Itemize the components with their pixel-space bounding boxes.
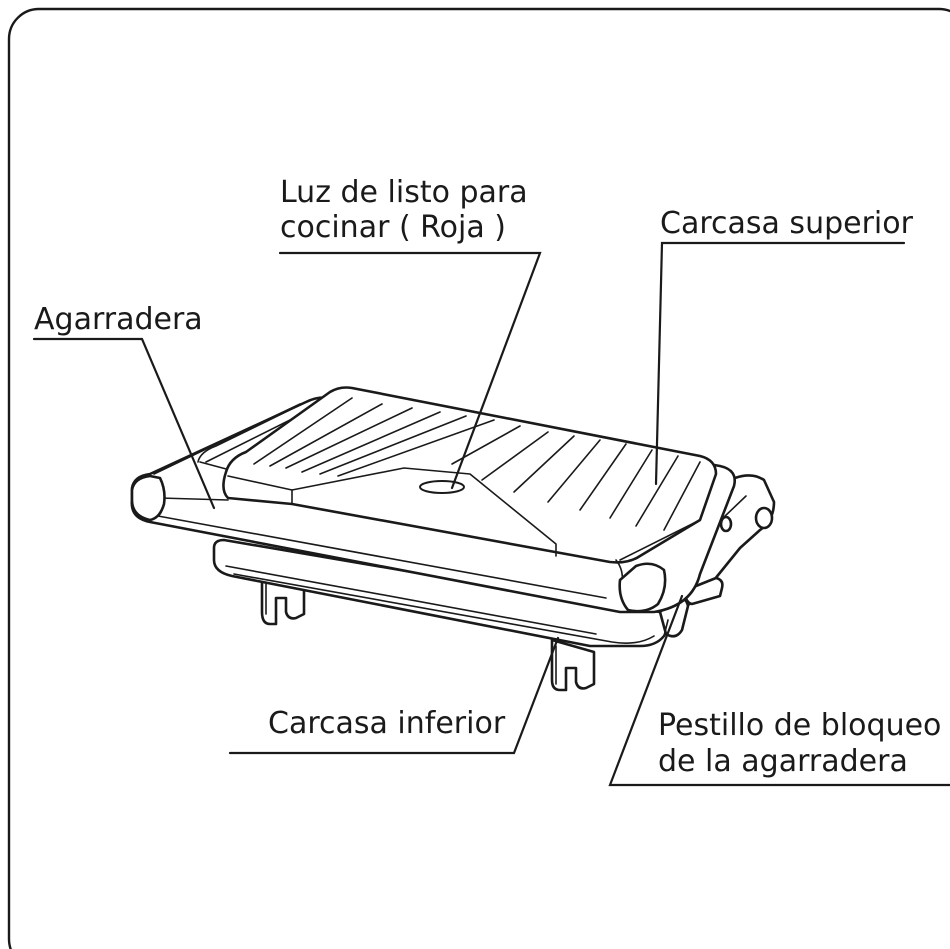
leader-lines — [32, 241, 950, 787]
leader-upper-housing — [654, 241, 906, 486]
ready-light-indicator — [419, 480, 465, 494]
labels: Luz de listo para cocinar ( Roja ) Carca… — [34, 175, 941, 779]
lid-right-end — [618, 562, 667, 613]
leader-lower-housing — [228, 636, 560, 755]
leader-ready-light — [278, 251, 542, 490]
label-ready-light-line1: Luz de listo para — [280, 175, 528, 210]
label-handle: Agarradera — [34, 302, 203, 337]
leader-handle — [32, 337, 216, 510]
lid-left-end — [130, 474, 166, 522]
label-lower-housing: Carcasa inferior — [268, 706, 506, 741]
leader-handle-latch — [608, 594, 950, 787]
sandwich-grill-illustration — [130, 386, 776, 692]
lower-right-foot — [550, 638, 596, 692]
label-latch-line2: de la agarradera — [658, 744, 908, 779]
top-plate — [222, 386, 718, 585]
label-latch-line1: Pestillo de bloqueo — [658, 708, 941, 743]
diagram-frame — [7, 7, 950, 949]
label-upper-housing: Carcasa superior — [660, 206, 914, 241]
label-ready-light-line2: cocinar ( Roja ) — [280, 210, 506, 245]
